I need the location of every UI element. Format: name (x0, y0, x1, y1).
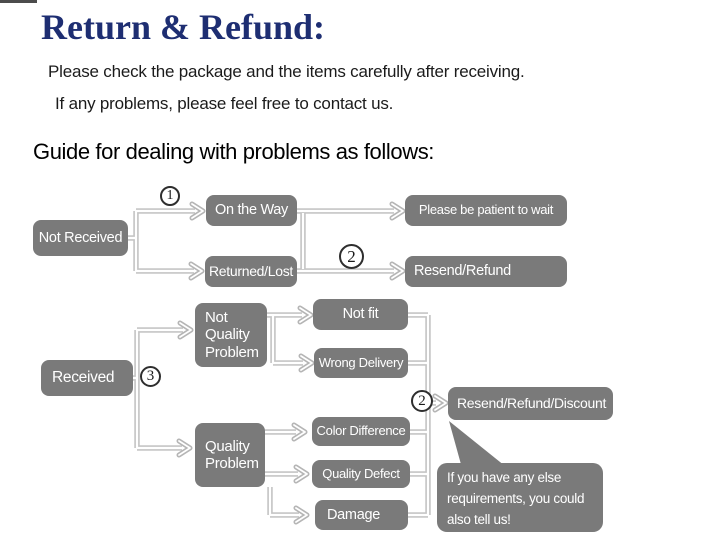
arrow-icon (300, 308, 311, 322)
arrow-icon (301, 356, 312, 370)
step-badge-1: 1 (160, 186, 180, 206)
node-quality-defect: Quality Defect (312, 460, 410, 488)
node-returned-lost: Returned/Lost (205, 256, 297, 287)
node-please-be-patient: Please be patient to wait (405, 195, 567, 226)
guide-heading: Guide for dealing with problems as follo… (33, 139, 435, 164)
step-badge-3: 3 (140, 366, 161, 387)
page-title: Return & Refund: (41, 7, 325, 47)
arrow-icon (392, 204, 403, 218)
arrow-icon (192, 204, 203, 218)
photo-edge-artifact (0, 0, 37, 3)
arrow-icon (180, 323, 191, 337)
arrow-icon (392, 264, 403, 278)
node-resend-refund-discount: Resend/Refund/Discount (448, 387, 613, 420)
intro-line-1: Please check the package and the items c… (48, 62, 525, 81)
step-badge-2b: 2 (411, 390, 433, 412)
node-not-quality-problem: Not Quality Problem (195, 303, 267, 367)
arrow-icon (191, 264, 202, 278)
node-not-received: Not Received (33, 220, 128, 256)
arrow-icon (179, 441, 190, 455)
node-color-difference: Color Difference (312, 417, 410, 446)
node-wrong-delivery: Wrong Delivery (314, 348, 408, 378)
step-badge-2: 2 (339, 244, 364, 269)
node-quality-problem: Quality Problem (195, 423, 265, 487)
note-bubble: If you have any else requirements, you c… (437, 463, 603, 532)
node-received: Received (41, 360, 133, 396)
node-damage: Damage (315, 500, 408, 530)
arrow-icon (296, 467, 307, 481)
bubble-tail (449, 421, 505, 468)
node-on-the-way: On the Way (206, 195, 297, 226)
arrow-icon (294, 425, 305, 439)
intro-line-2: If any problems, please feel free to con… (55, 94, 394, 113)
node-resend-refund: Resend/Refund (405, 256, 567, 287)
node-not-fit: Not fit (313, 299, 408, 330)
arrow-icon (296, 508, 307, 522)
arrow-icon (435, 396, 446, 410)
